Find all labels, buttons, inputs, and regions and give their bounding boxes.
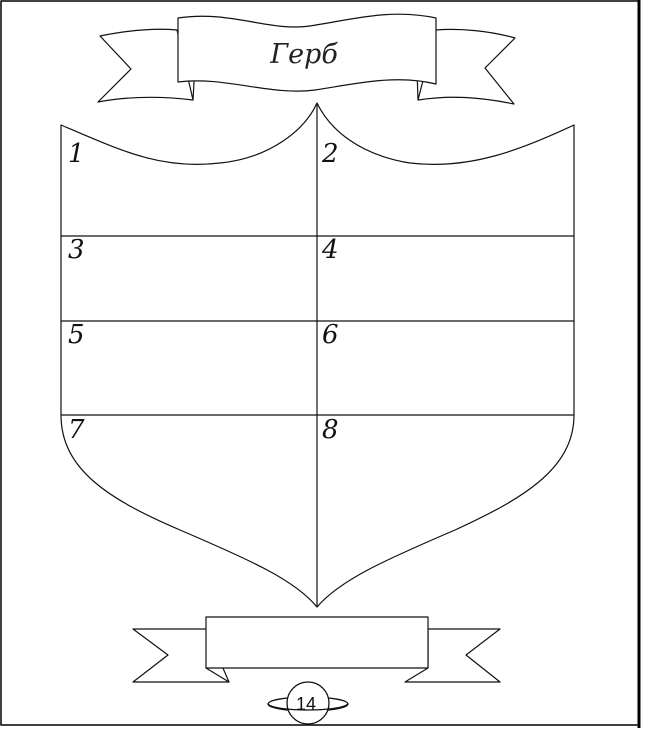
top-banner: Герб xyxy=(97,13,516,105)
top-banner-ribbon xyxy=(177,13,437,92)
bottom-banner-left-tail xyxy=(132,628,230,683)
field-number-5: 5 xyxy=(68,320,85,350)
page-number: 14 xyxy=(296,694,316,714)
field-number-7: 7 xyxy=(68,415,85,445)
field-number-1: 1 xyxy=(68,139,85,169)
field-number-6: 6 xyxy=(322,320,339,350)
shield: 1 2 3 4 5 6 7 8 xyxy=(60,102,575,608)
field-number-8: 8 xyxy=(322,415,339,445)
field-number-3: 3 xyxy=(68,235,85,265)
bottom-banner-ribbon xyxy=(205,616,429,669)
field-number-2: 2 xyxy=(321,139,339,169)
page-number-badge: 14 xyxy=(267,681,349,725)
field-number-4: 4 xyxy=(321,235,339,265)
bottom-banner xyxy=(132,616,501,683)
top-banner-right-tail xyxy=(417,28,516,105)
banner-title: Герб xyxy=(269,39,338,70)
